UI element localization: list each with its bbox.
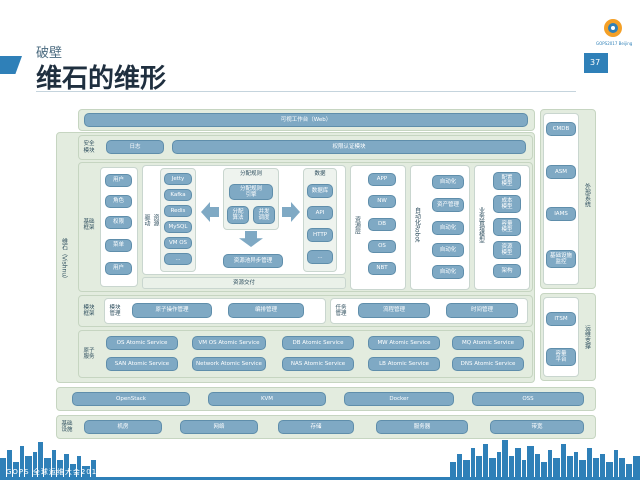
driver-label: 资源 驱动	[143, 214, 159, 226]
data-source-title: 数据	[314, 170, 326, 177]
module-item-time[interactable]: 时间管理	[446, 303, 518, 318]
left-side-label: 维石（Vishnu）	[60, 237, 68, 283]
module-right-label: 任务 管理	[335, 304, 347, 317]
atomic-db[interactable]: DB Atomic Service	[282, 336, 354, 350]
base-item-role[interactable]: 角色	[105, 195, 132, 208]
driver-item-kafka[interactable]: Kafka	[164, 189, 192, 201]
module-item-orchestration[interactable]: 编排管理	[228, 303, 304, 318]
data-item-database[interactable]: 数据库	[307, 184, 333, 198]
data-item-api[interactable]: API	[307, 206, 333, 220]
skyline-left	[0, 442, 96, 480]
atomic-os[interactable]: OS Atomic Service	[106, 336, 178, 350]
external-cmdb[interactable]: CMDB	[546, 122, 576, 136]
driver-item-mysql[interactable]: MySQL	[164, 221, 192, 233]
atomic-san[interactable]: SAN Atomic Service	[106, 357, 178, 371]
atomic-mq[interactable]: MQ Atomic Service	[452, 336, 524, 350]
atomic-service-label: 原子 服务	[83, 347, 95, 360]
infra-docker[interactable]: Docker	[344, 392, 454, 406]
module-item-process[interactable]: 流程管理	[358, 303, 430, 318]
infra-oss[interactable]: OSS	[472, 392, 584, 406]
base-infra-storage[interactable]: 存储	[278, 420, 354, 434]
header-rule	[36, 91, 576, 92]
right-panel-bottom-label: 运维支撑	[583, 325, 591, 349]
base-item-user[interactable]: 用户	[105, 174, 132, 187]
dispatch-title: 分配规则	[239, 170, 262, 177]
module-left-label: 模块 管理	[109, 304, 121, 317]
footer-text: GOPS 全球运维大会2017 · 北京站	[6, 468, 137, 476]
base-infra-network[interactable]: 网络	[180, 420, 258, 434]
dispatch-algorithm[interactable]: 分配 算法	[227, 206, 249, 224]
page-number-badge	[584, 53, 608, 73]
robot-item-1[interactable]: 自动化	[432, 175, 464, 189]
resource-item-nbt[interactable]: NBT	[368, 262, 396, 275]
atomic-vmos[interactable]: VM OS Atomic Service	[192, 336, 266, 350]
model-item-resource[interactable]: 资源 模型	[493, 241, 521, 259]
robot-item-5[interactable]: 自动化	[432, 265, 464, 279]
robot-item-4[interactable]: 自动化	[432, 243, 464, 257]
driver-item-more[interactable]: ...	[164, 253, 192, 265]
model-item-capacity[interactable]: 容量 模型	[493, 218, 521, 236]
left-arrow-icon	[201, 202, 219, 222]
driver-item-jetty[interactable]: Jetty	[164, 173, 192, 185]
model-item-config[interactable]: 配置 模型	[493, 172, 521, 190]
module-management-label: 模块 框架	[83, 304, 95, 317]
base-infra-datacenter[interactable]: 机房	[84, 420, 162, 434]
robot-layer-label: 自动化Robot	[413, 207, 421, 243]
external-asm[interactable]: ASM	[546, 165, 576, 179]
base-item-user-2[interactable]: 用户	[105, 262, 132, 275]
robot-item-3[interactable]: 自动化	[432, 221, 464, 235]
right-arrow-icon	[282, 202, 300, 222]
resource-item-os[interactable]: OS	[368, 240, 396, 253]
driver-item-vmos[interactable]: VM OS	[164, 237, 192, 249]
base-framework-label: 基础 框架	[83, 218, 95, 231]
model-item-cost[interactable]: 成本 模型	[493, 195, 521, 213]
page-subtitle: 破壁	[36, 46, 63, 61]
security-label: 安全 模块	[83, 141, 95, 154]
robot-item-2[interactable]: 资产管理	[432, 198, 464, 212]
header-accent-bar	[0, 56, 22, 74]
support-capacity[interactable]: 容量 平台	[546, 348, 576, 366]
skyline-right	[450, 440, 640, 480]
atomic-mw[interactable]: MW Atomic Service	[368, 336, 440, 350]
model-item-architecture[interactable]: 架构	[493, 264, 521, 278]
skyline-decoration	[0, 440, 640, 480]
base-item-permission[interactable]: 权限	[105, 216, 132, 229]
external-monitoring[interactable]: 基础设施 监控	[546, 250, 576, 268]
console-bar[interactable]: 可视工作台（Web）	[84, 113, 528, 127]
atomic-nas[interactable]: NAS Atomic Service	[282, 357, 354, 371]
model-layer-label: 业务管理模型	[477, 207, 485, 243]
dispatch-engine[interactable]: 分配规则 引擎	[229, 184, 273, 200]
logo-text: GOPS2017 Beijing	[596, 41, 633, 46]
resource-item-db[interactable]: DB	[368, 218, 396, 231]
resource-item-nw[interactable]: NW	[368, 195, 396, 208]
dispatch-bottom[interactable]: 资源池异步管理	[223, 254, 283, 268]
resource-layer-label: 资源层	[353, 216, 361, 234]
right-panel-top-label: 外部系统	[583, 183, 591, 207]
driver-item-redis[interactable]: Redis	[164, 205, 192, 217]
security-item-log[interactable]: 日志	[106, 140, 164, 154]
atomic-network[interactable]: Network Atomic Service	[192, 357, 266, 371]
data-item-http[interactable]: HTTP	[307, 228, 333, 242]
base-infrastructure-label: 基础 设施	[61, 420, 73, 433]
dispatch-concurrency[interactable]: 并发 调度	[253, 206, 275, 224]
external-iams[interactable]: IAMS	[546, 207, 576, 221]
module-item-atomic-ops[interactable]: 原子操作管理	[132, 303, 212, 318]
atomic-lb[interactable]: LB Atomic Service	[368, 357, 440, 371]
data-item-more[interactable]: ...	[307, 250, 333, 264]
base-infra-server[interactable]: 服务器	[376, 420, 468, 434]
page-number: 37	[590, 58, 601, 67]
base-item-menu[interactable]: 菜单	[105, 239, 132, 252]
resource-delivery-label: 资源交付	[142, 277, 346, 289]
base-infra-bandwidth[interactable]: 带宽	[490, 420, 584, 434]
security-item-auth[interactable]: 权限认证模块	[172, 140, 526, 154]
resource-item-app[interactable]: APP	[368, 173, 396, 186]
page-title: 维石的维形	[36, 64, 167, 94]
gops-logo-icon	[604, 19, 622, 37]
infra-kvm[interactable]: KVM	[208, 392, 326, 406]
support-itsm[interactable]: ITSM	[546, 312, 576, 326]
infra-openstack[interactable]: OpenStack	[72, 392, 190, 406]
gops-logo	[598, 16, 628, 46]
atomic-dns[interactable]: DNS Atomic Service	[452, 357, 524, 371]
